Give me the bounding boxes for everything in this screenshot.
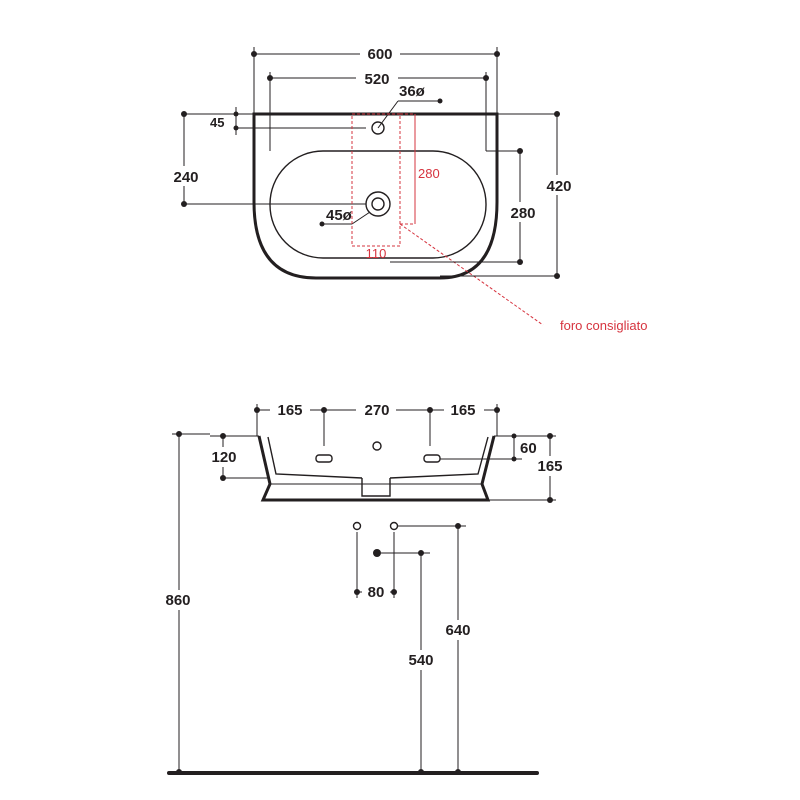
dim-left-offset: 165 (277, 402, 302, 419)
dim-basin-inner-depth: 280 (510, 205, 535, 222)
recommended-hole-label: foro consigliato (560, 318, 647, 333)
tap-slot-left (315, 454, 333, 463)
supply-point-left (352, 521, 362, 531)
dim-supply-height: 640 (445, 622, 470, 639)
tap-hole (371, 121, 385, 135)
drain-trap (361, 478, 391, 497)
tap-slot-right (423, 454, 441, 463)
dim-waste-spacing: 80 (368, 584, 385, 601)
top-view: 600 520 36ø 45 240 45ø (168, 44, 647, 333)
dim-tap-offset: 45 (210, 115, 224, 130)
supply-point-right (389, 521, 399, 531)
dim-overall-depth: 420 (546, 178, 571, 195)
waste-point (373, 549, 381, 557)
basin-profile (257, 435, 496, 502)
dim-right-offset: 165 (450, 402, 475, 419)
dim-inner-width: 520 (364, 71, 389, 88)
dim-center-spacing: 270 (364, 402, 389, 419)
dim-top-to-holes: 60 (520, 440, 537, 457)
dim-overflow-height: 120 (211, 449, 236, 466)
dim-recommended-hole-height: 280 (418, 166, 440, 181)
front-view: 165 270 165 120 60 165 80 (158, 400, 572, 775)
dim-total-height: 165 (537, 458, 562, 475)
dim-drain-from-back: 240 (173, 169, 198, 186)
basin-outline (252, 112, 499, 280)
dim-waste-height: 540 (408, 652, 433, 669)
tap-hole-front (372, 441, 382, 451)
drain-inner (371, 197, 385, 211)
dim-drain-diameter: 45ø (326, 207, 353, 224)
dim-tap-hole-diameter: 36ø (399, 83, 426, 100)
dim-overall-width: 600 (367, 46, 392, 63)
dim-mounting-height: 860 (165, 592, 190, 609)
recommended-hole-leader (399, 223, 544, 326)
dim-recommended-hole-width: 110 (366, 246, 387, 261)
basin-inner-profile (267, 436, 489, 479)
